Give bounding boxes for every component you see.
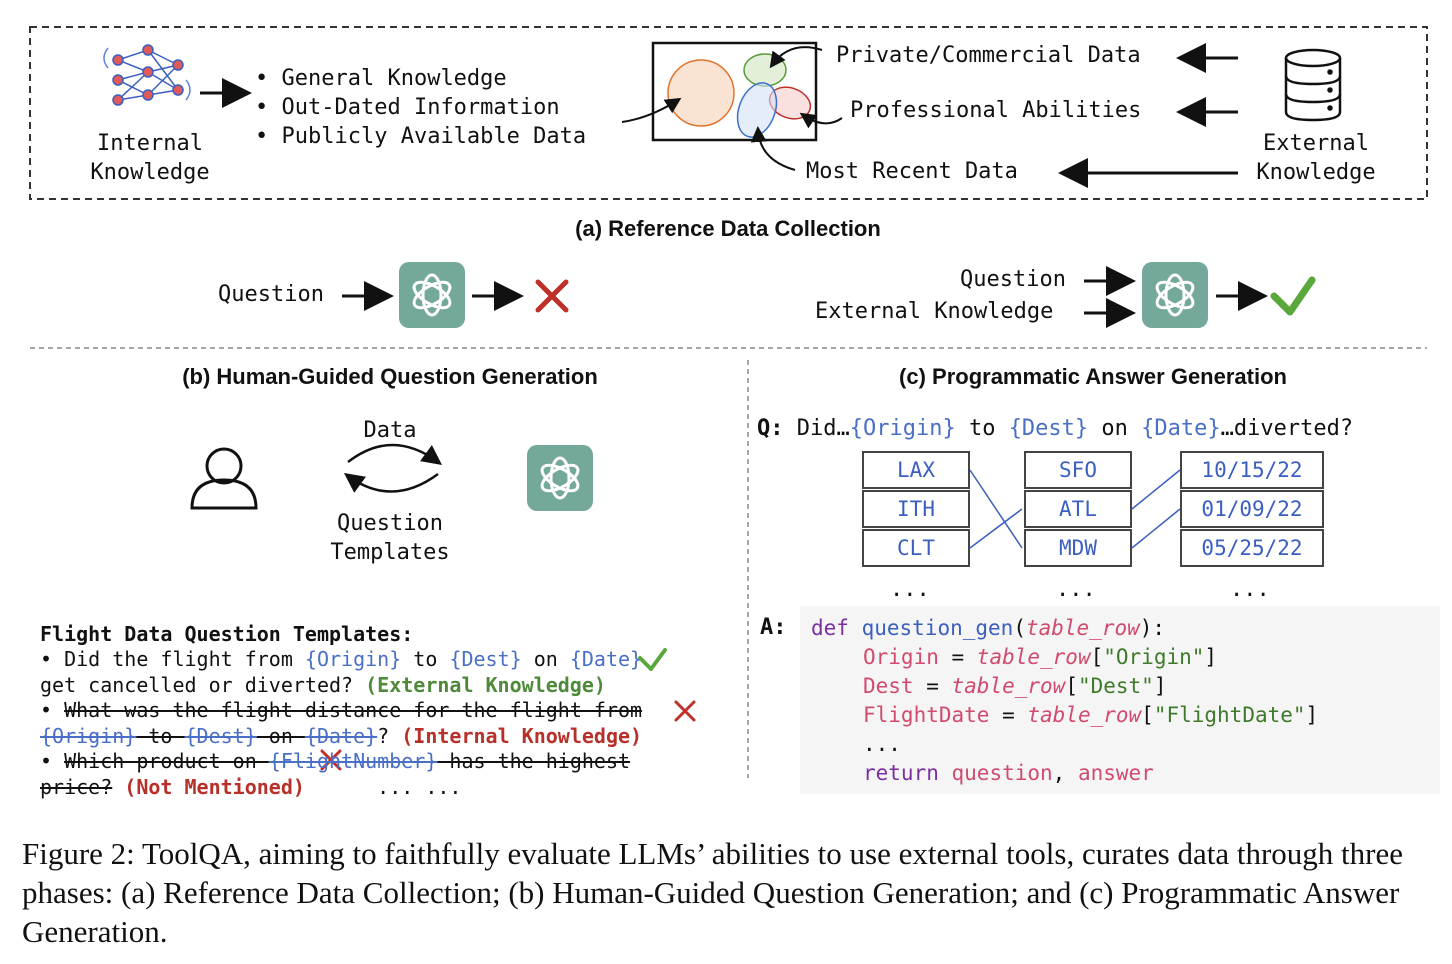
template-2: • What was the flight distance for the f… <box>40 698 643 722</box>
reference-frame <box>29 26 1428 200</box>
cross-icon <box>535 279 569 313</box>
section-b-title: (b) Human-Guided Question Generation <box>182 364 598 389</box>
person-icon <box>190 447 258 510</box>
bullet-public: Publicly Available Data <box>281 124 587 149</box>
external-knowledge-label: External Knowledge <box>1256 131 1376 185</box>
column-ellipsis: ... <box>1056 577 1096 602</box>
table-cell: CLT <box>862 529 970 567</box>
template-1: • Did the flight from {Origin} to {Dest}… <box>40 647 643 671</box>
most-recent-data-label: Most Recent Data <box>806 159 1018 184</box>
code-block: def question_gen(table_row): Origin = ta… <box>800 606 1440 794</box>
question-label-right: Question <box>960 267 1066 292</box>
internal-circle <box>667 59 735 127</box>
table-cell: 05/25/22 <box>1180 529 1324 567</box>
cross-icon <box>320 700 696 771</box>
table-cell: ITH <box>862 490 970 528</box>
figure-caption: Figure 2: ToolQA, aiming to faithfully e… <box>22 836 1403 949</box>
section-a-title: (a) Reference Data Collection <box>575 216 881 241</box>
check-icon <box>638 648 667 671</box>
chatgpt-logo-icon <box>1142 262 1208 328</box>
recent-ellipse <box>736 82 778 138</box>
internal-bullets: • General Knowledge • Out-Dated Informat… <box>255 66 587 149</box>
question-templates-label: Question Templates <box>330 511 450 565</box>
table-cell: MDW <box>1024 529 1132 567</box>
question-template-line: Q: Did…{Origin} to {Dest} on {Date}…dive… <box>757 416 1354 441</box>
answer-label: A: <box>760 615 787 640</box>
templates-heading: Flight Data Question Templates: <box>40 621 414 646</box>
table-cell: ATL <box>1024 490 1132 528</box>
database-icon <box>1284 48 1342 122</box>
external-knowledge-input-label: External Knowledge <box>815 299 1054 324</box>
templates-ellipsis: ... ... <box>377 774 462 799</box>
chatgpt-logo-icon <box>399 262 465 328</box>
table-cell: 01/09/22 <box>1180 490 1324 528</box>
bullet-outdated: Out-Dated Information <box>281 95 560 120</box>
bullet-general: General Knowledge <box>281 66 507 91</box>
private-ellipse <box>743 53 787 87</box>
section-c-title: (c) Programmatic Answer Generation <box>899 364 1287 389</box>
column-ellipsis: ... <box>890 577 930 602</box>
table-cell: SFO <box>1024 451 1132 489</box>
chatgpt-logo-icon <box>527 445 593 511</box>
column-ellipsis: ... <box>1230 577 1270 602</box>
data-label: Data <box>363 418 417 443</box>
neural-network-icon <box>103 44 191 106</box>
template-3: • Which product on {FlightNumber} has th… <box>40 749 631 773</box>
question-label-left: Question <box>218 282 324 307</box>
table-cell: 10/15/22 <box>1180 451 1324 489</box>
table-cell: LAX <box>862 451 970 489</box>
check-icon <box>1270 276 1316 316</box>
private-data-label: Private/Commercial Data <box>836 43 1141 68</box>
templates-block: Flight Data Question Templates:• Did the… <box>40 621 643 799</box>
professional-abilities-label: Professional Abilities <box>850 98 1142 123</box>
internal-knowledge-label: Internal Knowledge <box>90 131 210 185</box>
